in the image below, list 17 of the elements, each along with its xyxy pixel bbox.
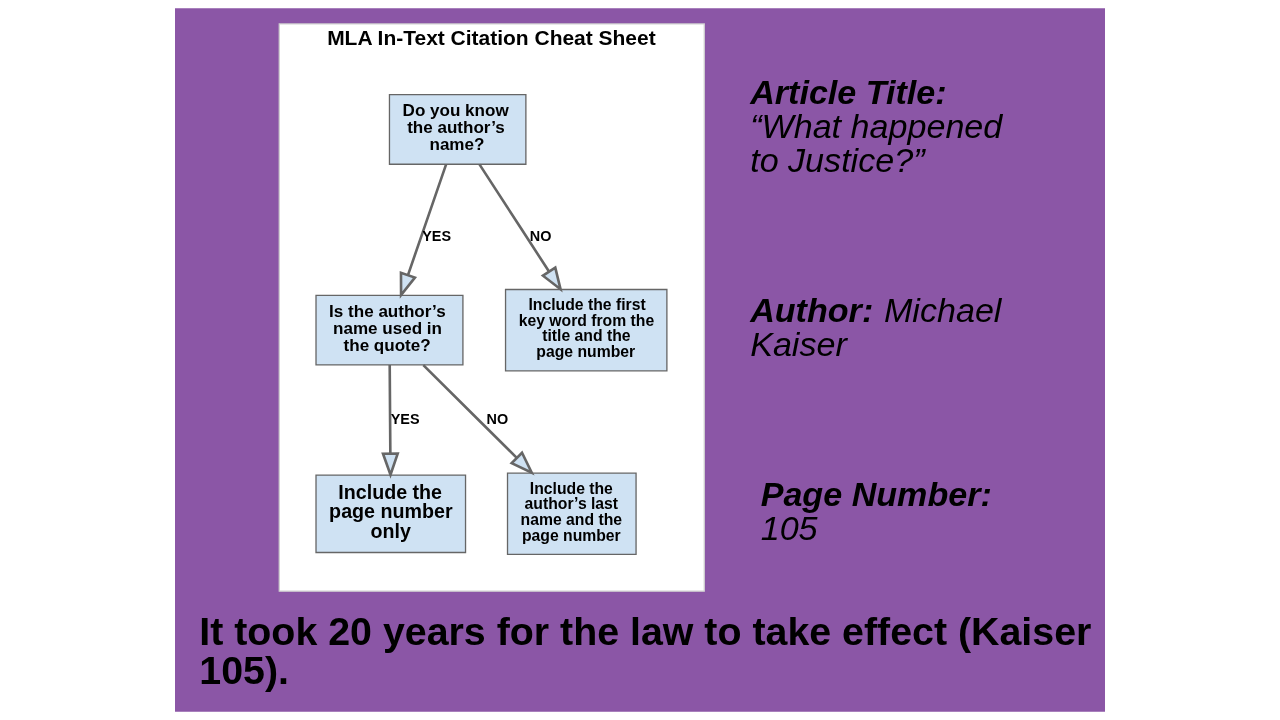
arrow — [399, 163, 448, 299]
arrow — [381, 365, 400, 479]
arrow — [478, 163, 563, 293]
arrow — [422, 364, 535, 476]
node-box: Include the page number only — [315, 474, 467, 554]
edge-label: YES — [422, 227, 452, 244]
node-box: Include the author’s last name and the page number — [506, 472, 637, 556]
label: Page Number: 105 — [760, 474, 992, 547]
node-box: Include the first key word from the title and the page number — [504, 288, 668, 372]
edge-label: NO — [529, 227, 552, 244]
label: Article Title: “What happened to Justice?” — [750, 73, 1003, 180]
label: Author: Michael Kaiser — [750, 291, 1002, 364]
edge-label: NO — [486, 411, 509, 428]
node-box: Do you know the author’s name? — [388, 94, 527, 165]
node-box: Is the author’s name used in the quote? — [315, 294, 464, 366]
edge-label: YES — [390, 411, 420, 428]
caption: It took 20 years for the law to take effect (Kaiser 105). — [199, 608, 1092, 693]
